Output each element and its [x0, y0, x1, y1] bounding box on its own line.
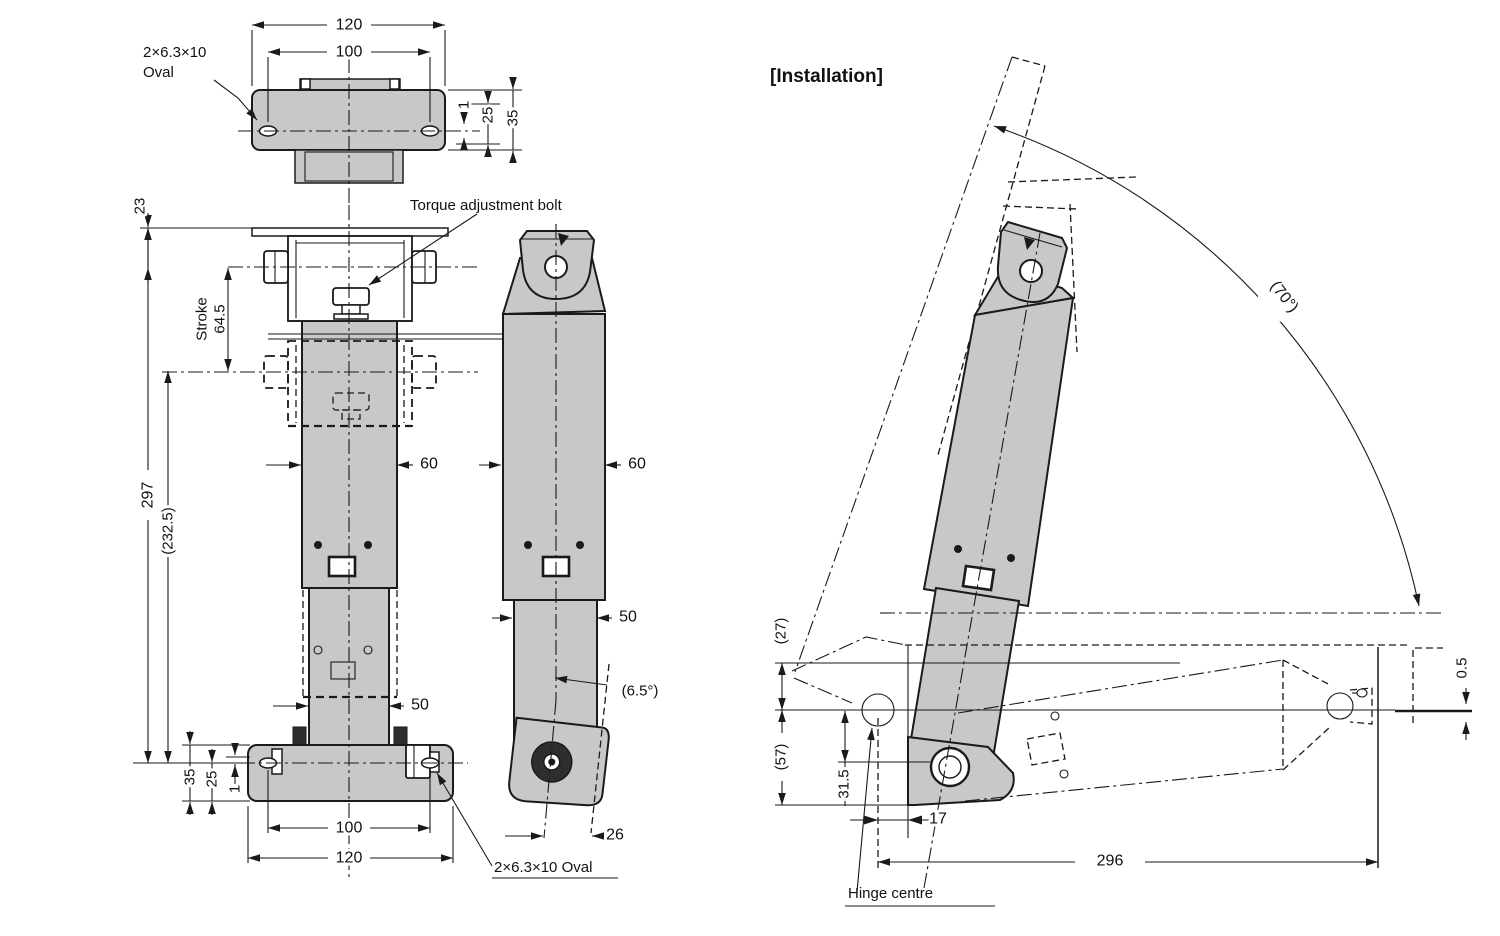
- install-body: [922, 296, 1075, 608]
- base-oval-leader: [436, 772, 493, 867]
- dim-base-25: 25: [204, 771, 221, 788]
- installation-title: [Installation]: [770, 66, 883, 87]
- stroke-label: Stroke: [194, 297, 211, 340]
- body-window: [327, 555, 357, 578]
- install-boss-inner: [938, 755, 962, 779]
- dim-front-60: 60: [420, 456, 438, 473]
- dim-front-50: 50: [411, 697, 429, 714]
- hinge-centre-label: Hinge centre: [848, 885, 933, 902]
- oval-hole-label-line1: 2×6.3×10: [143, 44, 206, 61]
- dim-232-5: (232.5): [160, 507, 177, 555]
- dim-23: 23: [132, 198, 149, 215]
- oval-label-leader: [213, 79, 258, 121]
- dim-side-50: 50: [619, 609, 637, 626]
- mount-plate-top: [251, 227, 449, 237]
- dim-top-100: 100: [336, 44, 363, 61]
- dim-top-35: 35: [505, 110, 522, 127]
- dim-297: 297: [140, 482, 157, 509]
- torque-label-leader: [368, 213, 478, 286]
- tilt-reference-line: [590, 663, 610, 834]
- base-oval-label: 2×6.3×10 Oval: [494, 859, 592, 876]
- side-bolt-tick: [558, 233, 569, 246]
- dim-angle-6-5: (6.5°): [622, 683, 659, 700]
- side-view: 60 50 (6.5°) 26: [479, 224, 661, 847]
- open-lid-step-2: [1002, 205, 1078, 210]
- install-clevis-hole: [1019, 259, 1043, 283]
- dim-top-25: 25: [480, 107, 497, 124]
- dim-base-1: 1: [227, 785, 244, 793]
- dim-0-5: 0.5: [1454, 658, 1471, 679]
- side-body: [502, 313, 606, 601]
- dim-27: (27): [773, 618, 790, 645]
- stay-centerline: [923, 232, 1041, 889]
- torque-bolt-label: Torque adjustment bolt: [410, 197, 563, 214]
- open-lid-step-1: [1007, 176, 1137, 183]
- dim-31-5: 31.5: [836, 769, 853, 798]
- open-lid-edge: [1069, 203, 1078, 353]
- stroke-value: 64.5: [212, 304, 229, 333]
- closed-clevis-hole: [1326, 692, 1354, 720]
- dim-base-100: 100: [336, 820, 363, 837]
- open-lid-inner-line: [794, 56, 1013, 673]
- closed-body-window: [1026, 732, 1066, 766]
- torque-bolt-head: [332, 287, 370, 306]
- closed-stay-bottom-edge: [964, 768, 1284, 802]
- dim-base-35: 35: [182, 769, 199, 786]
- dim-top-1: 1: [456, 101, 473, 109]
- dim-26: 26: [606, 827, 624, 844]
- base-plate: [247, 744, 454, 802]
- oval-hole-label-line2: Oval: [143, 64, 174, 81]
- dim-side-60: 60: [628, 456, 646, 473]
- side-bottom-clevis: [508, 716, 610, 807]
- dim-17: 17: [929, 811, 947, 828]
- dim-top-120: 120: [336, 17, 363, 34]
- dim-base-120: 120: [336, 850, 363, 867]
- front-view: 23 297 (232.5) Stroke 64.5 60 50 35 25 1: [129, 195, 618, 879]
- hinge-leader: [856, 727, 875, 893]
- closed-stay-top-edge: [957, 659, 1284, 714]
- dim-296: 296: [1097, 853, 1124, 870]
- installation-view: [Installation] (70°): [770, 56, 1474, 907]
- top-view: 120 100 1 25 35 2×6.3×10 Oval: [143, 14, 525, 205]
- dim-57: (57): [773, 744, 790, 771]
